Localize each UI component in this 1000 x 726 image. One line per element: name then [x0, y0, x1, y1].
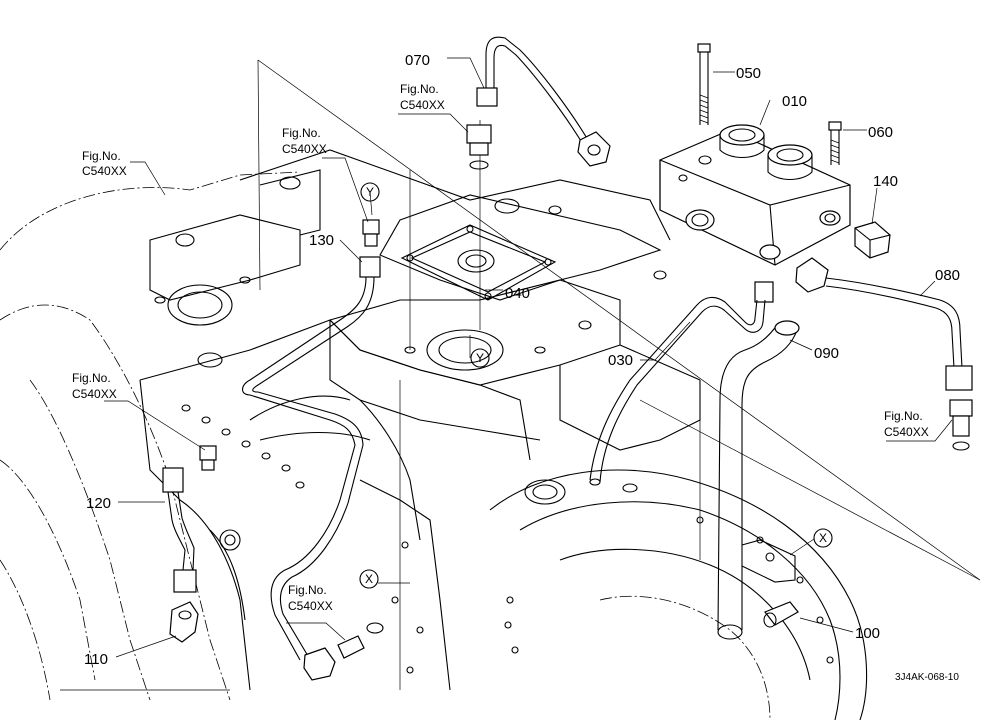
- elbow-110: [169, 601, 199, 643]
- svg-text:Fig.No.: Fig.No.: [400, 82, 439, 96]
- leader-lines: [104, 57, 953, 658]
- svg-text:Y: Y: [366, 185, 374, 199]
- callout-110: 110: [84, 651, 108, 668]
- marker-x-right: X: [813, 528, 833, 548]
- svg-text:C540XX: C540XX: [282, 142, 327, 156]
- svg-text:Y: Y: [476, 351, 484, 365]
- callout-140: 140: [873, 173, 898, 190]
- bolt-100: [763, 601, 799, 628]
- pipe-090: [717, 320, 800, 640]
- svg-text:Fig.No.: Fig.No.: [72, 371, 111, 385]
- svg-text:Fig.No.: Fig.No.: [288, 583, 327, 597]
- pipe-130: [241, 256, 381, 681]
- fitting-070-lower: [466, 124, 492, 170]
- callout-030: 030: [608, 352, 633, 369]
- fig-ref-080: Fig.No. C540XX: [884, 409, 929, 439]
- fig-ref-120: Fig.No. C540XX: [72, 371, 117, 401]
- pipe-030: [589, 281, 774, 486]
- pipe-120: [162, 467, 197, 593]
- svg-text:C540XX: C540XX: [400, 98, 445, 112]
- callout-120: 120: [86, 495, 111, 512]
- svg-text:Fig.No.: Fig.No.: [82, 149, 121, 163]
- svg-text:C540XX: C540XX: [72, 387, 117, 401]
- callout-100: 100: [855, 625, 880, 642]
- callout-130: 130: [309, 232, 334, 249]
- svg-text:C540XX: C540XX: [288, 599, 333, 613]
- marker-x-bottom: X: [359, 569, 379, 589]
- svg-text:X: X: [819, 531, 827, 545]
- pipe-070: [476, 36, 611, 167]
- circle-markers: Y Y X X: [359, 182, 833, 589]
- fitting-130-upper: [362, 219, 380, 247]
- marker-y-top: Y: [360, 182, 380, 202]
- fitting-lower-center: [337, 622, 384, 659]
- svg-text:Fig.No.: Fig.No.: [282, 126, 321, 140]
- bolt-050: [697, 43, 711, 125]
- transmission-housing: [0, 59, 981, 721]
- plug-140: [854, 221, 891, 259]
- callout-040: 040: [505, 285, 530, 302]
- fig-references: Fig.No. C540XX Fig.No. C540XX Fig.No. C5…: [72, 82, 929, 613]
- pipe-080: [795, 257, 973, 391]
- fig-ref-left-top: Fig.No. C540XX: [82, 149, 127, 178]
- fig-ref-bottom-center: Fig.No. C540XX: [288, 583, 333, 613]
- callout-090: 090: [814, 345, 839, 362]
- fitting-120-upper: [199, 445, 217, 471]
- callout-050: 050: [736, 65, 761, 82]
- callout-070: 070: [405, 52, 430, 69]
- gasket-040: [400, 224, 557, 301]
- callout-060: 060: [868, 124, 893, 141]
- marker-y-center: Y: [470, 348, 490, 368]
- callout-010: 010: [782, 93, 807, 110]
- drawing-code: 3J4AK-068-10: [895, 672, 959, 683]
- bolt-060: [828, 121, 842, 165]
- valve-body-010: [659, 124, 851, 266]
- fig-ref-070: Fig.No. C540XX: [400, 82, 445, 112]
- callout-labels: 070 050 010 060 140 080 130 040 030 090 …: [84, 52, 960, 668]
- callout-080: 080: [935, 267, 960, 284]
- svg-text:Fig.No.: Fig.No.: [884, 409, 923, 423]
- fig-ref-130: Fig.No. C540XX: [282, 126, 327, 156]
- svg-text:X: X: [365, 572, 373, 586]
- svg-text:C540XX: C540XX: [82, 164, 127, 178]
- svg-text:C540XX: C540XX: [884, 425, 929, 439]
- fitting-080-lower: [949, 399, 973, 451]
